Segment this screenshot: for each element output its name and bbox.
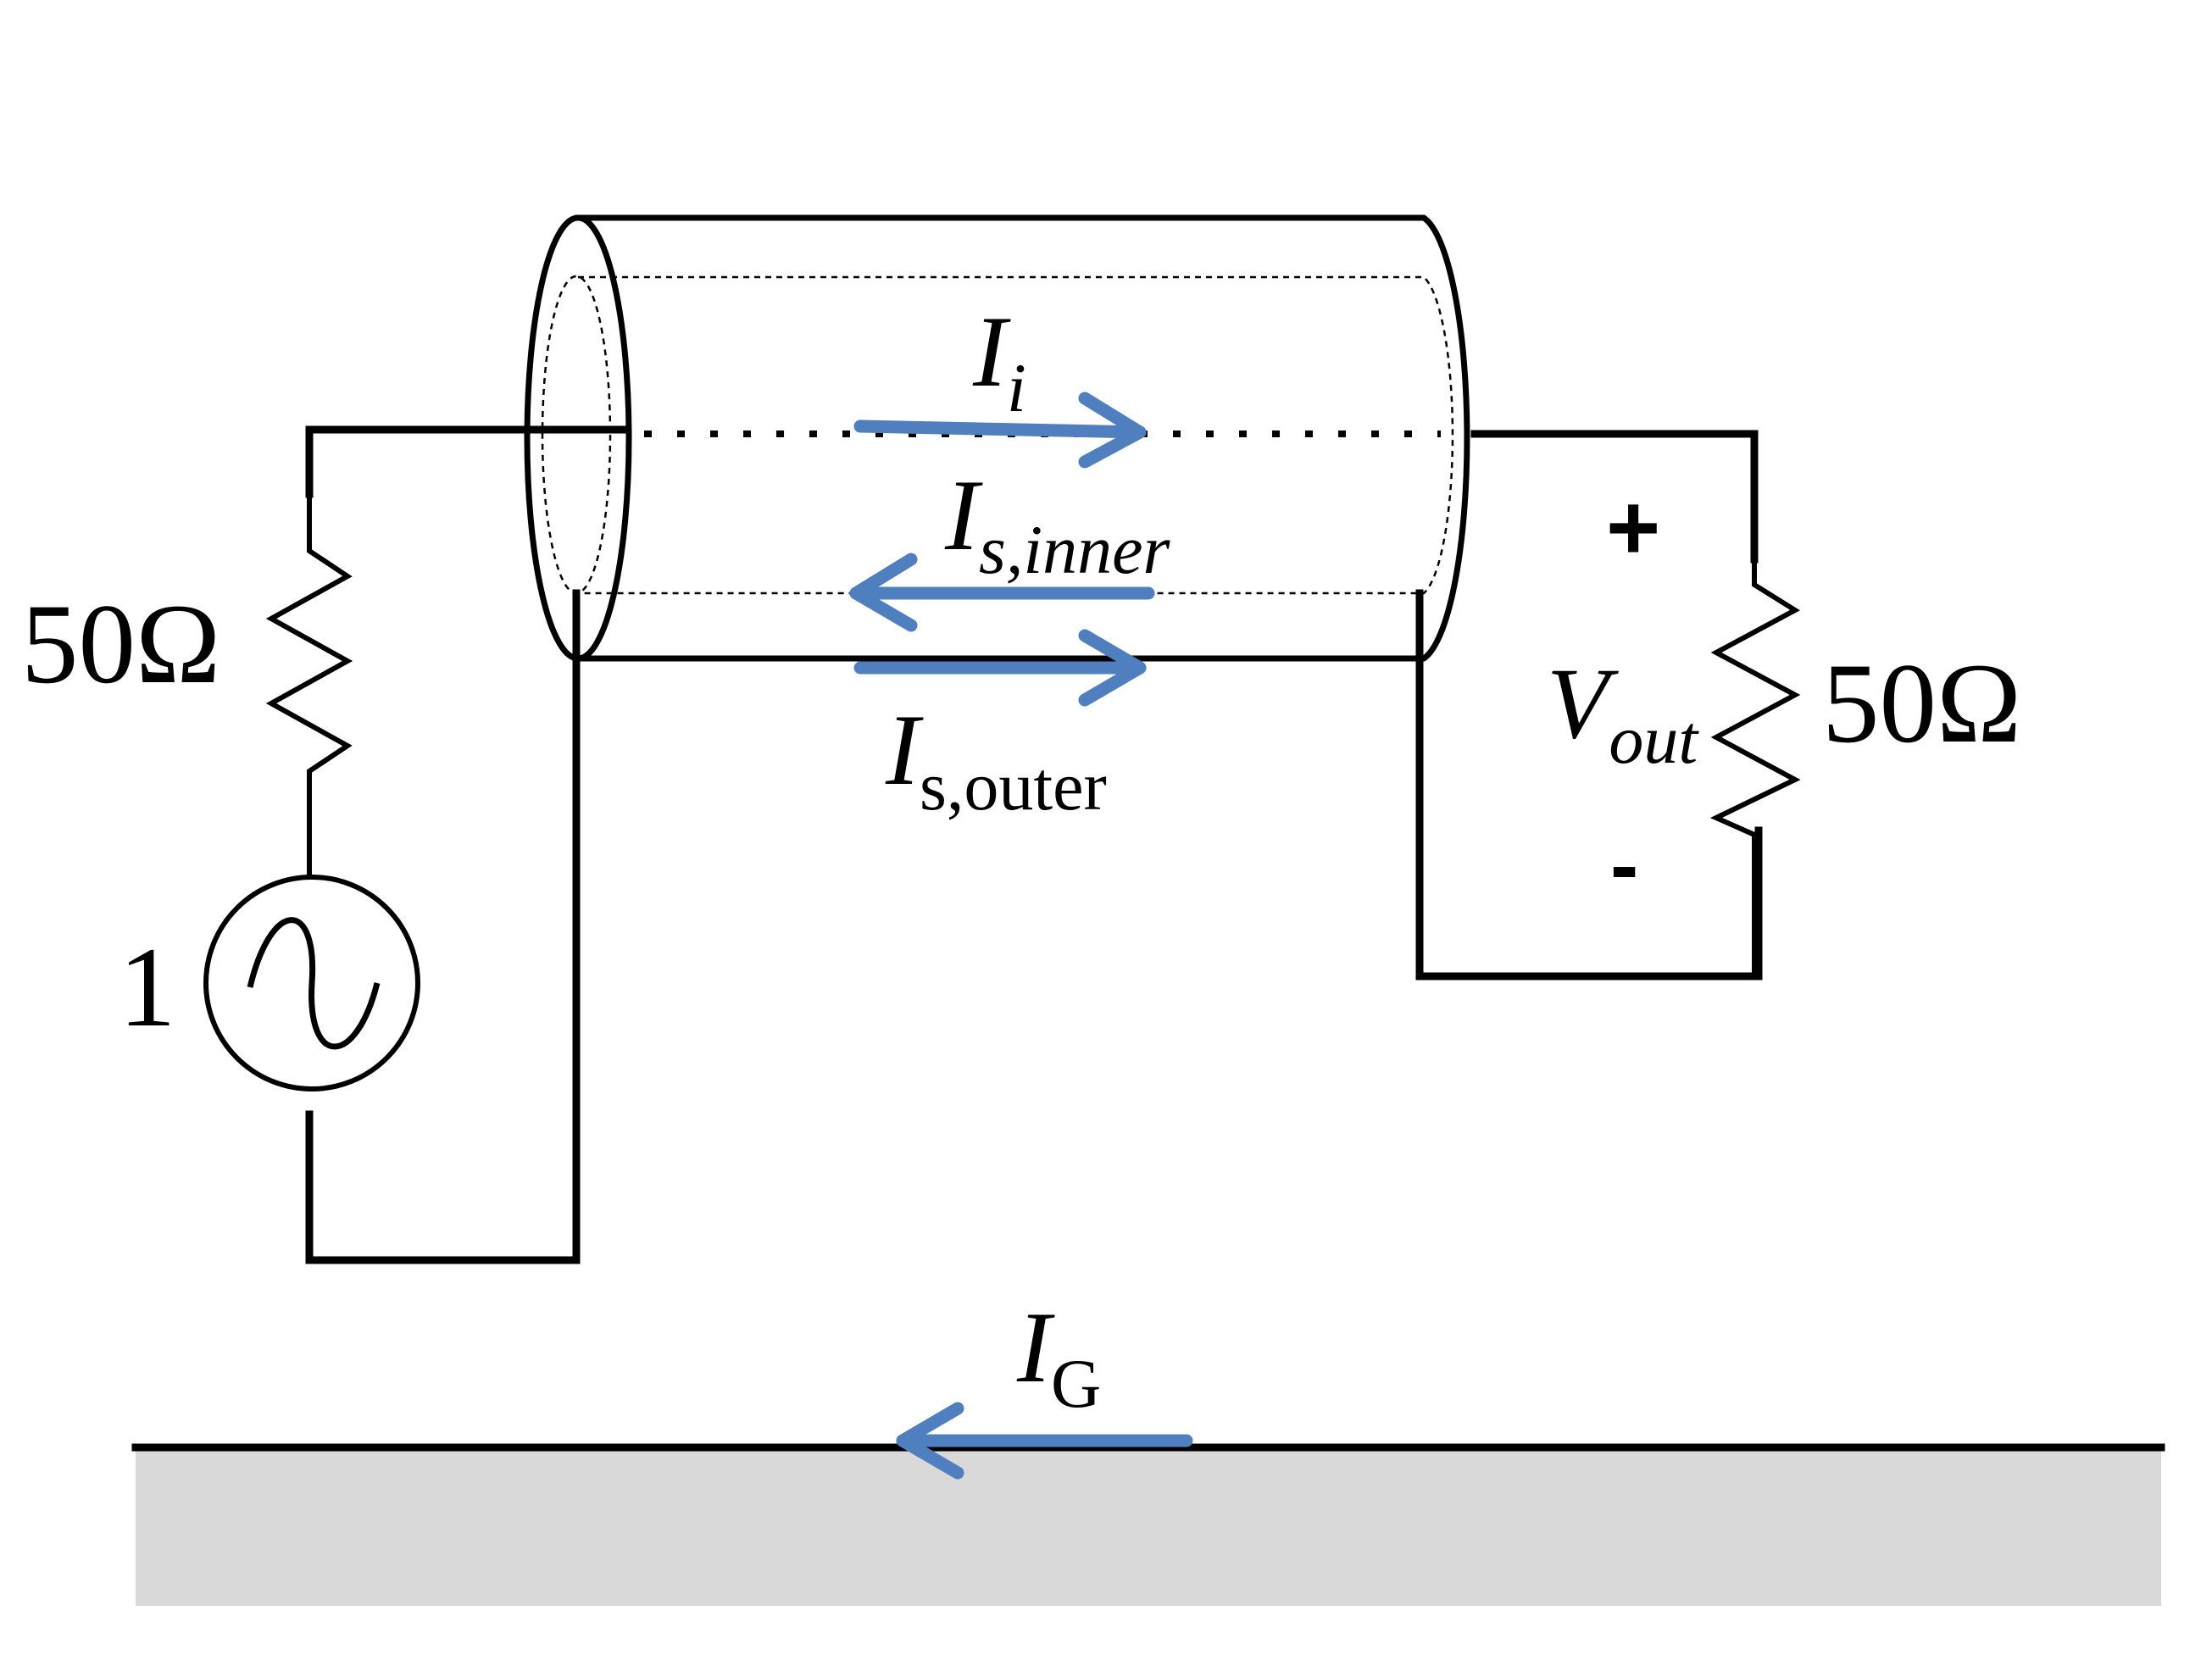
load-plus-sign: + (1606, 475, 1660, 580)
load-resistor-label: 50Ω (1822, 641, 2021, 767)
shield-inner-outline (578, 275, 1454, 595)
arrow-shield-inner (849, 553, 1155, 632)
source-circuit (203, 425, 631, 1264)
arrow-inner-conductor (853, 392, 1147, 469)
ground-plane (136, 1447, 2161, 1606)
arrow-ground (896, 1402, 1193, 1480)
resistor-icon (1709, 559, 1801, 975)
vout-label: Vout (1547, 647, 1699, 778)
sine-wave-icon (247, 917, 381, 1050)
resistor-icon (265, 494, 353, 877)
current-shield-inner-label: Is,inner (944, 458, 1171, 588)
current-ground-label: IG (1016, 1291, 1101, 1422)
load-minus-sign: - (1610, 818, 1638, 913)
source-amplitude-label: 1 (119, 925, 176, 1051)
current-inner-label: Ii (972, 295, 1026, 426)
current-shield-outer-label: Is,outer (885, 693, 1107, 825)
coax-cable (524, 214, 1470, 662)
source-resistor-label: 50Ω (21, 581, 220, 708)
arrow-shield-outer (853, 629, 1147, 707)
load-circuit (1415, 430, 1801, 980)
